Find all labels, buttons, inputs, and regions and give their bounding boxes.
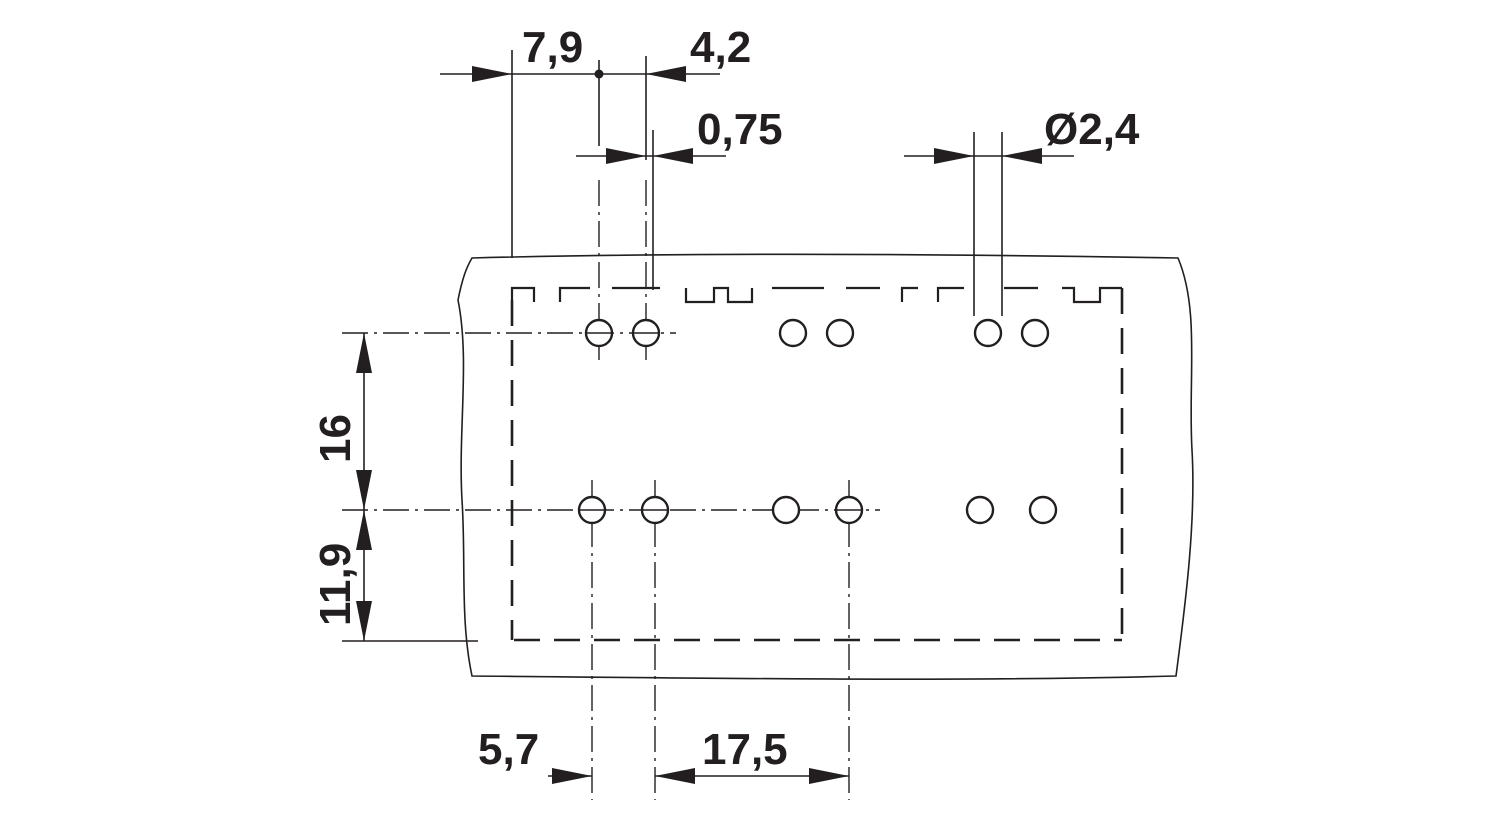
drill-hole xyxy=(1028,495,1058,525)
hole-center-crosses xyxy=(579,332,862,511)
drill-hole xyxy=(771,495,801,525)
centerlines xyxy=(342,180,880,800)
dimension-16: 16 xyxy=(311,333,372,510)
pcb-board-outline xyxy=(457,253,1194,680)
dimension-label-0-75: 0,75 xyxy=(697,105,783,154)
dimension-label-11-9: 11,9 xyxy=(311,543,360,626)
drill-hole xyxy=(973,318,1003,348)
dimension-diameter-2-4: Ø2,4 xyxy=(904,105,1140,164)
dimension-11-9: 11,9 xyxy=(311,510,372,641)
dimension-0-75: 0,75 xyxy=(576,105,783,164)
drill-hole xyxy=(1020,318,1050,348)
dimension-label-diameter-2-4: Ø2,4 xyxy=(1044,105,1140,154)
dimension-label-7-9: 7,9 xyxy=(522,23,583,72)
dimension-label-16: 16 xyxy=(311,414,360,463)
drill-hole xyxy=(825,318,855,348)
dimension-label-17-5: 17,5 xyxy=(702,725,788,774)
dimension-7-9-4-2: 7,9 4,2 xyxy=(440,23,751,82)
extension-lines xyxy=(342,50,1003,642)
component-footprint xyxy=(510,286,1124,642)
dimension-label-5-7: 5,7 xyxy=(478,725,539,774)
dimension-label-4-2: 4,2 xyxy=(690,23,751,72)
dimension-5-7-17-5: 5,7 17,5 xyxy=(478,725,849,784)
drill-hole xyxy=(778,318,808,348)
drill-hole xyxy=(965,495,995,525)
